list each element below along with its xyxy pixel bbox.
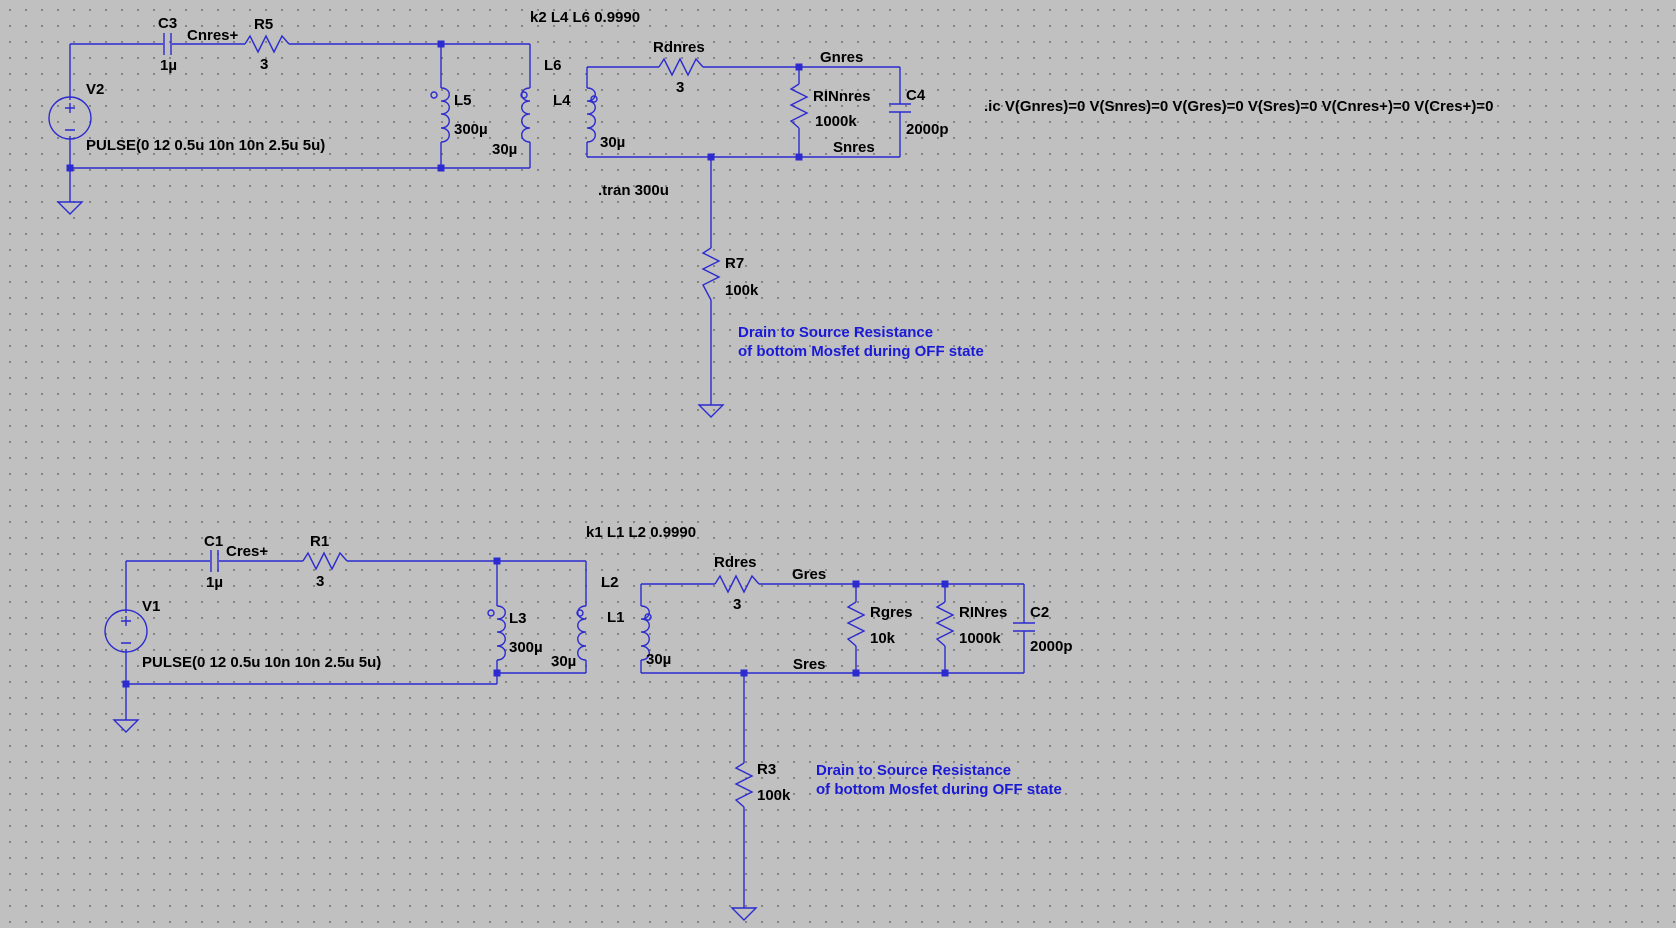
- component-value-c2: 2000p: [1030, 638, 1073, 655]
- component-value-l5: 300µ: [454, 121, 488, 138]
- junction-dot: [122, 680, 130, 688]
- comment-bottom-line2: of bottom Mosfet during OFF state: [816, 781, 1062, 798]
- net-label-cres: Cres+: [226, 543, 268, 560]
- inductor-l1[interactable]: [640, 605, 652, 661]
- component-name-rdres: Rdres: [714, 554, 757, 571]
- inductor-l6[interactable]: [520, 87, 531, 143]
- component-value-l3: 300µ: [509, 639, 543, 656]
- component-value-c3: 1µ: [160, 57, 177, 74]
- net-label-cnres: Cnres+: [187, 27, 239, 44]
- component-name-l5: L5: [454, 92, 472, 109]
- resistor-r3[interactable]: [734, 762, 754, 808]
- component-value-r1: 3: [316, 573, 324, 590]
- component-value-l6: 30µ: [492, 141, 517, 158]
- component-name-l6: L6: [544, 57, 562, 74]
- component-name-v2: V2: [86, 81, 104, 98]
- component-name-l2: L2: [601, 574, 619, 591]
- comment-top-line2: of bottom Mosfet during OFF state: [738, 343, 984, 360]
- junction-dot: [707, 153, 715, 161]
- component-value-l1: 30µ: [646, 651, 671, 668]
- inductor-l5[interactable]: [430, 87, 450, 143]
- ground-symbol[interactable]: [730, 907, 758, 921]
- junction-dot: [941, 580, 949, 588]
- component-name-l4: L4: [553, 92, 571, 109]
- tran-directive: .tran 300u: [598, 182, 669, 199]
- junction-dot: [493, 669, 501, 677]
- component-name-l1: L1: [607, 609, 625, 626]
- component-value-rinnres: 1000k: [815, 113, 857, 130]
- resistor-r1[interactable]: [302, 551, 348, 571]
- component-value-r7: 100k: [725, 282, 759, 299]
- component-name-r3: R3: [757, 761, 776, 778]
- component-name-r7: R7: [725, 255, 744, 272]
- ic-directive: .ic V(Gnres)=0 V(Snres)=0 V(Gres)=0 V(Sr…: [984, 98, 1493, 115]
- junction-dot: [795, 63, 803, 71]
- junction-dot: [437, 164, 445, 172]
- component-name-r5: R5: [254, 16, 273, 33]
- component-value-rdres: 3: [733, 596, 741, 613]
- component-name-c2: C2: [1030, 604, 1049, 621]
- source-value-v2: PULSE(0 12 0.5u 10n 10n 2.5u 5u): [86, 137, 325, 154]
- resistor-rinnres[interactable]: [789, 83, 809, 129]
- capacitor-c3[interactable]: [163, 33, 172, 55]
- junction-dot: [941, 669, 949, 677]
- net-label-gnres: Gnres: [820, 49, 863, 66]
- component-value-c4: 2000p: [906, 121, 949, 138]
- component-value-rinres: 1000k: [959, 630, 1001, 647]
- capacitor-c4[interactable]: [889, 103, 911, 113]
- inductor-l4[interactable]: [586, 87, 598, 143]
- net-label-sres: Sres: [793, 656, 826, 673]
- voltage-source-v1[interactable]: [104, 609, 148, 653]
- component-value-c1: 1µ: [206, 574, 223, 591]
- junction-dot: [437, 40, 445, 48]
- comment-bottom-line1: Drain to Source Resistance: [816, 762, 1011, 779]
- capacitor-c2[interactable]: [1013, 622, 1035, 632]
- coupling-directive-k1: k1 L1 L2 0.9990: [586, 524, 696, 541]
- net-label-gres: Gres: [792, 566, 826, 583]
- component-value-rgres: 10k: [870, 630, 896, 647]
- component-value-r5: 3: [260, 56, 268, 73]
- comment-top-line1: Drain to Source Resistance: [738, 324, 933, 341]
- component-name-c1: C1: [204, 533, 223, 550]
- component-value-r3: 100k: [757, 787, 791, 804]
- junction-dot: [852, 580, 860, 588]
- inductor-l2[interactable]: [576, 605, 587, 661]
- component-value-l4: 30µ: [600, 134, 625, 151]
- resistor-rdres[interactable]: [714, 574, 760, 594]
- resistor-r7[interactable]: [701, 247, 721, 301]
- source-value-v1: PULSE(0 12 0.5u 10n 10n 2.5u 5u): [142, 654, 381, 671]
- voltage-source-v2[interactable]: [48, 96, 92, 140]
- component-name-rinres: RINres: [959, 604, 1007, 621]
- junction-dot: [852, 669, 860, 677]
- component-name-rgres: Rgres: [870, 604, 913, 621]
- component-value-rdnres: 3: [676, 79, 684, 96]
- ground-symbol[interactable]: [112, 719, 140, 733]
- ground-symbol[interactable]: [697, 404, 725, 418]
- component-name-rinnres: RINnres: [813, 88, 871, 105]
- junction-dot: [66, 164, 74, 172]
- junction-dot: [795, 153, 803, 161]
- resistor-r5[interactable]: [244, 34, 290, 54]
- capacitor-c1[interactable]: [210, 550, 219, 572]
- component-value-l2: 30µ: [551, 653, 576, 670]
- ground-symbol[interactable]: [56, 201, 84, 215]
- component-name-c4: C4: [906, 87, 926, 104]
- junction-dot: [740, 669, 748, 677]
- component-name-c3: C3: [158, 15, 177, 32]
- resistor-rgres[interactable]: [846, 601, 866, 647]
- bottom-circuit: [104, 550, 1035, 921]
- resistor-rdnres[interactable]: [658, 57, 704, 77]
- component-name-v1: V1: [142, 598, 160, 615]
- component-name-rdnres: Rdnres: [653, 39, 705, 56]
- resistor-rinres[interactable]: [935, 601, 955, 647]
- coupling-directive-k2: k2 L4 L6 0.9990: [530, 9, 640, 26]
- net-label-snres: Snres: [833, 139, 875, 156]
- component-name-r1: R1: [310, 533, 329, 550]
- top-circuit: [48, 33, 911, 418]
- junction-dot: [493, 557, 501, 565]
- inductor-l3[interactable]: [487, 605, 506, 661]
- component-name-l3: L3: [509, 610, 527, 627]
